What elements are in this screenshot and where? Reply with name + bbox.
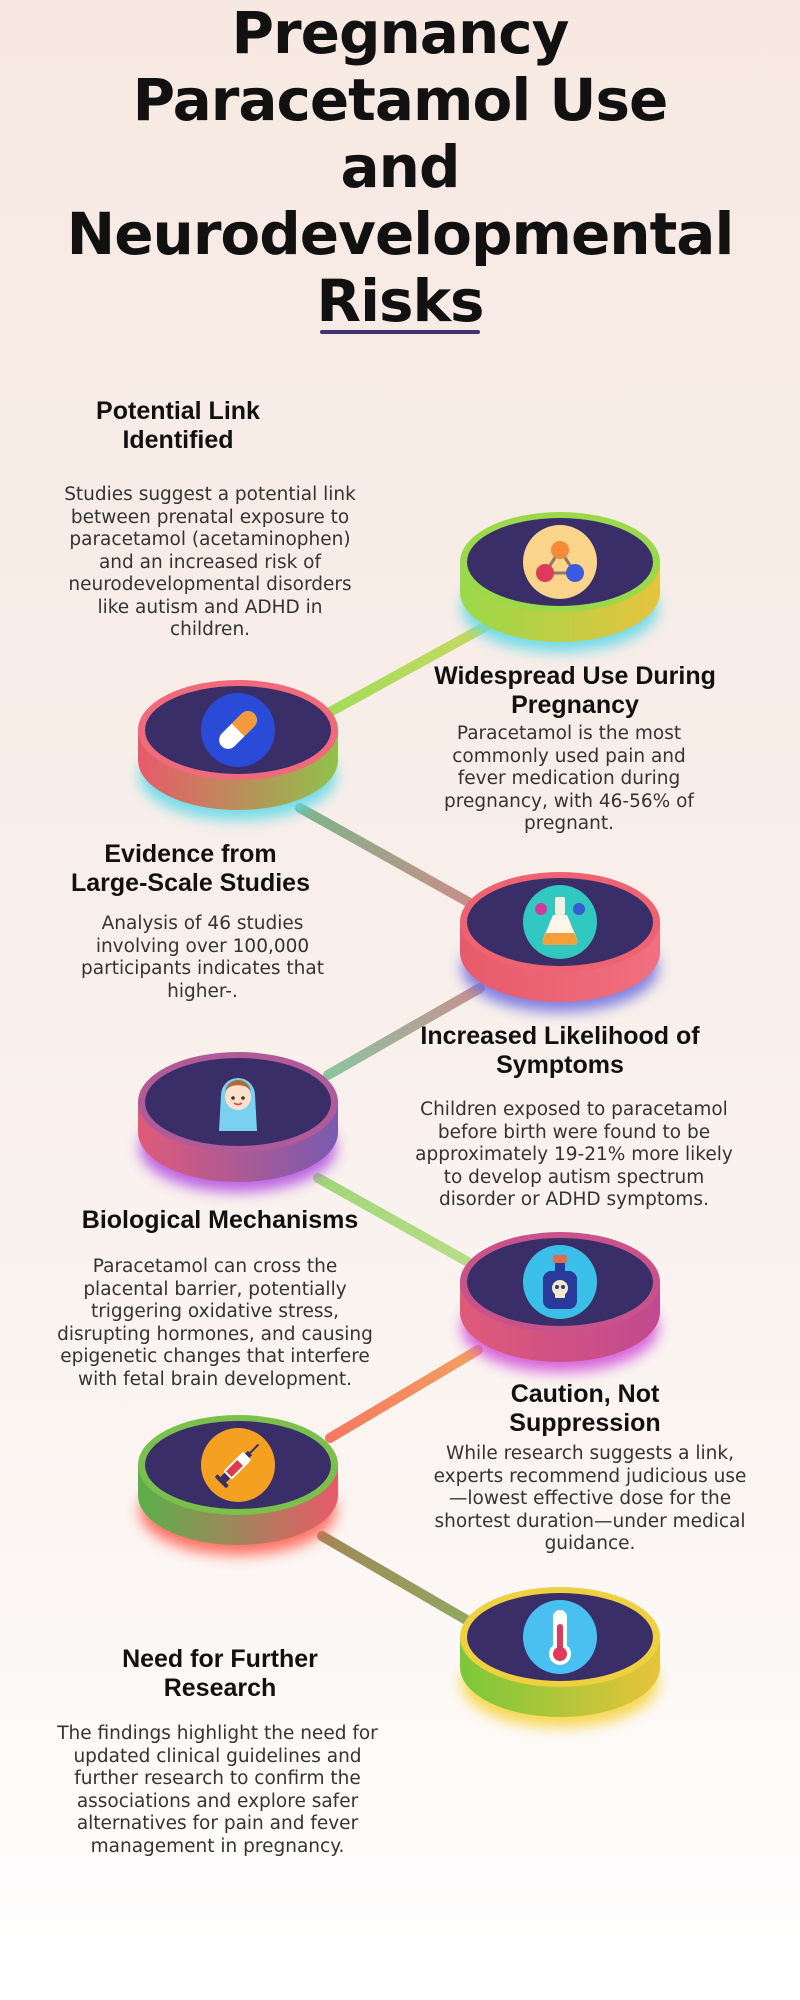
connector-line xyxy=(295,803,475,908)
section-heading: Increased Likelihood of Symptoms xyxy=(400,1022,720,1080)
title-line: and xyxy=(340,133,461,201)
heading-line: Need for Further xyxy=(122,1645,318,1673)
section-heading: Need for Further Research xyxy=(80,1645,360,1703)
section-description: Paracetamol can cross the placental barr… xyxy=(57,1256,373,1390)
title-line: Risks xyxy=(316,267,484,335)
heading-line: Caution, Not xyxy=(510,1380,660,1408)
connector-line xyxy=(325,1345,483,1443)
disc-base xyxy=(138,680,338,820)
timeline-disc-7 xyxy=(455,1575,665,1735)
section-description: While research suggests a link, experts … xyxy=(433,1443,747,1554)
page-title: Pregnancy Paracetamol Use and Neurodevel… xyxy=(0,0,800,335)
section-description: The findings highlight the need for upda… xyxy=(57,1723,378,1857)
heading-line: Large-Scale Studies xyxy=(71,869,310,897)
syringe-icon xyxy=(201,1428,275,1502)
poison-bottle-icon xyxy=(523,1245,597,1319)
heading-line: Identified xyxy=(122,426,234,454)
title-line: Paracetamol Use xyxy=(132,66,669,134)
flask-icon xyxy=(523,885,597,959)
timeline-disc-2 xyxy=(133,668,343,828)
section-description: Children exposed to paracetamol before b… xyxy=(415,1099,733,1210)
section-heading: Widespread Use During Pregnancy xyxy=(420,662,730,720)
baby-icon xyxy=(201,1065,275,1139)
section-description: Analysis of 46 studies involving over 10… xyxy=(81,913,324,1002)
section-heading: Caution, Not Suppression xyxy=(440,1380,730,1438)
heading-line: Pregnancy xyxy=(511,691,639,719)
heading-line: Evidence from xyxy=(104,840,277,868)
section-description: Paracetamol is the most commonly used pa… xyxy=(444,723,694,834)
timeline-disc-5 xyxy=(455,1220,665,1380)
section-heading: Potential Link Identified xyxy=(48,397,308,455)
timeline-disc-4 xyxy=(133,1040,343,1200)
molecule-icon xyxy=(523,525,597,599)
heading-line: Suppression xyxy=(509,1409,661,1437)
connector-line xyxy=(313,1173,473,1267)
title-line: Pregnancy xyxy=(231,0,570,67)
connector-line xyxy=(317,1531,475,1627)
connector-line xyxy=(323,983,485,1080)
timeline-disc-3 xyxy=(455,860,665,1020)
heading-line: Potential Link xyxy=(96,397,260,425)
timeline-disc-6 xyxy=(133,1403,343,1563)
connector-line xyxy=(325,619,495,717)
thermometer-icon xyxy=(523,1600,597,1674)
section-description: Studies suggest a potential link between… xyxy=(64,484,356,640)
heading-line: Research xyxy=(163,1674,277,1702)
title-underline xyxy=(320,330,480,334)
section-heading: Evidence from Large-Scale Studies xyxy=(48,840,333,898)
heading-line: Widespread Use During xyxy=(434,662,716,690)
section-heading: Biological Mechanisms xyxy=(55,1206,385,1235)
timeline-disc-1 xyxy=(455,500,665,660)
heading-line: Increased Likelihood of xyxy=(420,1022,700,1050)
heading-line: Biological Mechanisms xyxy=(81,1206,359,1234)
title-line: Neurodevelopmental xyxy=(66,200,735,268)
heading-line: Symptoms xyxy=(496,1051,624,1079)
pill-capsule-icon xyxy=(201,693,275,767)
